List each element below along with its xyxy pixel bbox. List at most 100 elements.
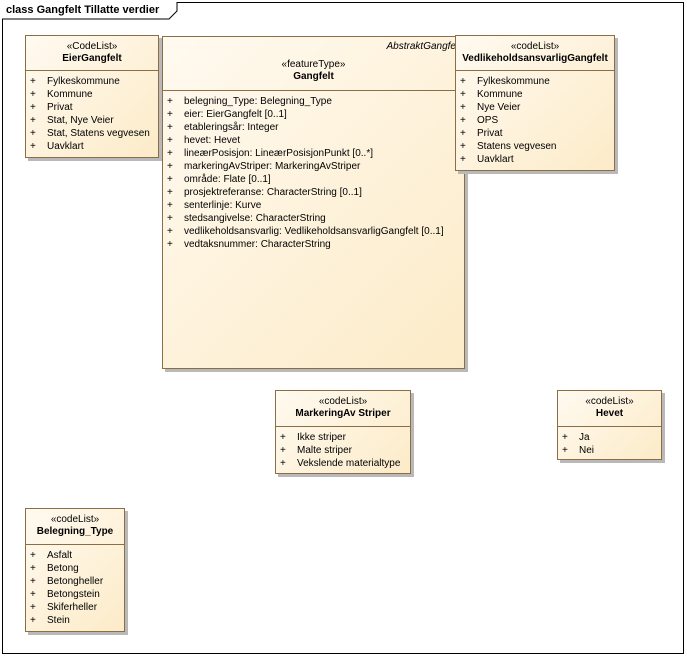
class-vedlikeholdsansvarlig-gangfelt[interactable]: «codeList» VedlikeholdsansvarligGangfelt… bbox=[455, 35, 615, 171]
visibility-marker: + bbox=[167, 135, 173, 146]
attribute-text: Stat, Nye Veier bbox=[47, 115, 114, 126]
attribute-text: stedsangivelse: CharacterString bbox=[184, 213, 326, 224]
attribute-text: vedtaksnummer: CharacterString bbox=[184, 239, 331, 250]
visibility-marker: + bbox=[30, 589, 36, 600]
attribute-text: Stat, Statens vegvesen bbox=[47, 128, 150, 139]
visibility-marker: + bbox=[167, 239, 173, 250]
attribute-text: etableringsår: Integer bbox=[184, 122, 279, 133]
class-attribute: + Ikke striper bbox=[276, 431, 410, 444]
abstract-class-label: AbstraktGangfe bbox=[386, 41, 456, 52]
visibility-marker: + bbox=[167, 187, 173, 198]
attribute-text: hevet: Hevet bbox=[184, 135, 241, 146]
visibility-marker: + bbox=[460, 89, 466, 100]
class-attribute: + Privat bbox=[456, 127, 614, 140]
attribute-text: Ja bbox=[579, 432, 590, 443]
class-attribute: +OPS bbox=[456, 114, 614, 127]
visibility-marker: + bbox=[30, 102, 36, 113]
class-attribute: +Malte striper bbox=[276, 444, 410, 457]
attribute-text: Betongheller bbox=[47, 576, 104, 587]
class-attribute: +senterlinje: Kurve bbox=[163, 199, 464, 212]
visibility-marker: + bbox=[460, 76, 466, 87]
class-attribute: + Ja bbox=[558, 431, 661, 444]
visibility-marker: + bbox=[460, 102, 466, 113]
class-stereotype: «CodeList» bbox=[66, 41, 118, 52]
class-attribute: +Stat, Statens vegvesen bbox=[26, 127, 158, 140]
class-attribute: + markeringAvStriper: MarkeringAvStriper bbox=[163, 160, 464, 173]
class-attribute: +Uavklart bbox=[456, 153, 614, 166]
class-name: MarkeringAv Striper bbox=[295, 408, 391, 419]
attribute-text: OPS bbox=[477, 115, 499, 126]
attribute-text: Vekslende materialtype bbox=[297, 458, 401, 469]
visibility-marker: + bbox=[167, 174, 173, 185]
attribute-text: Nye Veier bbox=[477, 102, 521, 113]
diagram-title: class Gangfelt Tillatte verdier bbox=[2, 2, 178, 19]
class-attribute: +Vekslende materialtype bbox=[276, 457, 410, 470]
class-attribute: +prosjektreferanse: CharacterString [0..… bbox=[163, 186, 464, 199]
visibility-marker: + bbox=[167, 161, 173, 172]
visibility-marker: + bbox=[280, 432, 286, 443]
attribute-text: Kommune bbox=[47, 89, 93, 100]
class-header: «codeList» VedlikeholdsansvarligGangfelt bbox=[456, 36, 614, 71]
class-hevet[interactable]: «codeList» Hevet +Ja+Nei bbox=[557, 390, 662, 460]
visibility-marker: + bbox=[167, 148, 173, 159]
class-attribute: + stedsangivelse: CharacterString bbox=[163, 212, 464, 225]
class-header: «CodeList» EierGangfelt bbox=[26, 36, 158, 71]
attribute-text: Betong bbox=[47, 563, 79, 574]
attribute-text: Privat bbox=[47, 102, 73, 113]
class-stereotype: «featureType» bbox=[281, 59, 346, 70]
visibility-marker: + bbox=[460, 141, 466, 152]
class-attributes: +Fylkeskommune+Kommune+Privat+Stat, Nye … bbox=[26, 71, 158, 153]
attribute-text: Ikke striper bbox=[297, 432, 346, 443]
class-attribute: +Betongheller bbox=[26, 575, 124, 588]
class-header: «featureType» Gangfelt bbox=[163, 37, 464, 91]
visibility-marker: + bbox=[167, 122, 173, 133]
visibility-marker: + bbox=[167, 226, 173, 237]
attribute-text: Statens vegvesen bbox=[477, 141, 557, 152]
class-attribute: + eier: EierGangfelt [0..1] bbox=[163, 108, 464, 121]
class-attributes: +Asfalt+Betong+Betongheller+Betongstein+… bbox=[26, 545, 124, 627]
visibility-marker: + bbox=[460, 128, 466, 139]
class-eier-gangfelt[interactable]: «CodeList» EierGangfelt + Fylkeskommune + K… bbox=[25, 35, 159, 158]
attribute-text: markeringAvStriper: MarkeringAvStriper bbox=[184, 161, 361, 172]
class-attributes: +Fylkeskommune+Kommune+Nye Veier+OPS+Pri… bbox=[456, 71, 614, 166]
class-attribute: + Kommune bbox=[456, 88, 614, 101]
class-attribute: + Privat bbox=[26, 101, 158, 114]
attribute-text: belegning_Type: Belegning_Type bbox=[184, 96, 332, 107]
visibility-marker: + bbox=[30, 89, 36, 100]
attribute-text: Uavklart bbox=[47, 141, 84, 152]
visibility-marker: + bbox=[167, 213, 173, 224]
visibility-marker: + bbox=[30, 602, 36, 613]
attribute-text: Fylkeskommune bbox=[477, 76, 550, 87]
class-belegning-type[interactable]: «codeList» Belegning_Type +Asfalt+Betong… bbox=[25, 508, 125, 632]
attribute-text: eier: EierGangfelt [0..1] bbox=[184, 109, 287, 120]
visibility-marker: + bbox=[167, 96, 173, 107]
class-stereotype: «codeList» bbox=[318, 396, 368, 407]
attribute-text: Kommune bbox=[477, 89, 523, 100]
class-attribute: + Betong bbox=[26, 562, 124, 575]
class-stereotype: «codeList» bbox=[585, 396, 634, 407]
class-attribute: + belegning_Type: Belegning_Type bbox=[163, 95, 464, 108]
class-name: Hevet bbox=[595, 408, 624, 419]
class-attribute: +område: Flate [0..1] bbox=[163, 173, 464, 186]
class-name: Gangfelt bbox=[293, 71, 334, 82]
attribute-text: Privat bbox=[477, 128, 503, 139]
attribute-text: vedlikeholdsansvarlig: Vedlikeholdsansva… bbox=[184, 226, 444, 237]
visibility-marker: + bbox=[30, 76, 36, 87]
attribute-text: Fylkeskommune bbox=[47, 76, 120, 87]
visibility-marker: + bbox=[562, 432, 568, 443]
attribute-text: Uavklart bbox=[477, 154, 514, 165]
class-header: «codeList» MarkeringAv Striper bbox=[276, 391, 410, 427]
class-markering-av-striper[interactable]: «codeList» MarkeringAv Striper + Ikke str… bbox=[275, 390, 411, 474]
class-gangfelt[interactable]: AbstraktGangfe «featureType» Gangfelt + b… bbox=[162, 36, 465, 369]
visibility-marker: + bbox=[167, 109, 173, 120]
class-attribute: + Kommune bbox=[26, 88, 158, 101]
visibility-marker: + bbox=[30, 563, 36, 574]
class-stereotype: «codeList» bbox=[510, 41, 560, 52]
class-attribute: +Betongstein bbox=[26, 588, 124, 601]
attribute-text: Stein bbox=[47, 615, 70, 626]
class-attribute: + Statens vegvesen bbox=[456, 140, 614, 153]
class-attribute: + vedtaksnummer: CharacterString bbox=[163, 238, 464, 251]
class-attribute: + etableringsår: Integer bbox=[163, 121, 464, 134]
class-attribute: +Stein bbox=[26, 614, 124, 627]
attribute-text: Malte striper bbox=[297, 445, 353, 456]
